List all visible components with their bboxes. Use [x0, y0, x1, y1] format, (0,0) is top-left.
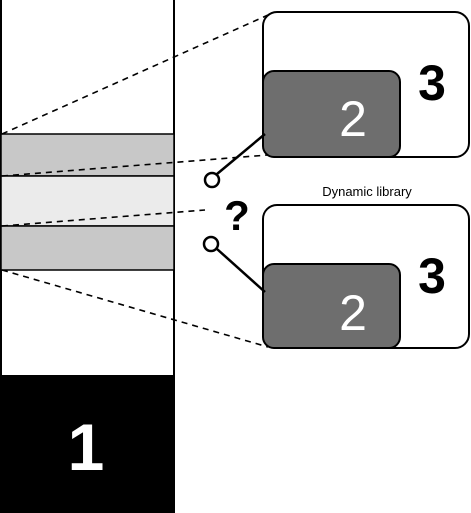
projection-line-top-upper [1, 14, 269, 135]
projection-line-top-lower [1, 154, 269, 177]
connector-upper-socket-icon [203, 171, 221, 189]
projection-lines [1, 14, 269, 348]
module-upper-inner-box [262, 70, 401, 158]
projection-line-bottom-lower [1, 269, 269, 348]
module-upper-inner-label: 2 [339, 91, 367, 147]
module-lower-inner-box [262, 263, 401, 349]
column-band-upper [0, 133, 175, 177]
dynamic-library-caption: Dynamic library [322, 184, 412, 199]
connector-upper-wire [216, 133, 266, 175]
module-lower-inner-label: 2 [339, 285, 367, 341]
connector-lower-socket-icon [202, 235, 220, 253]
connector-lower-wire [216, 248, 266, 293]
column-band-middle [0, 175, 175, 227]
module-upper: 3 2 [262, 11, 470, 158]
module-lower-outer-label: 3 [418, 248, 446, 304]
column-base-block [0, 375, 175, 513]
memory-column: 1 [0, 0, 175, 513]
connectors [202, 133, 266, 293]
module-lower: 3 2 [262, 204, 470, 349]
projection-line-bottom-upper [1, 209, 206, 227]
base-label: 1 [68, 410, 105, 484]
column-band-lower [0, 225, 175, 271]
module-upper-outer-label: 3 [418, 55, 446, 111]
unknown-mark: ? [224, 192, 250, 239]
